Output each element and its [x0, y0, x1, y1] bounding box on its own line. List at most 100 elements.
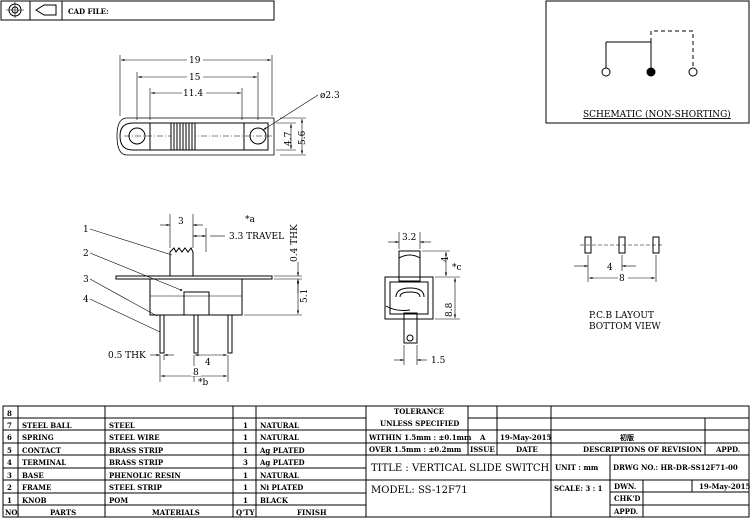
dim-11-4: 11.4 [183, 89, 203, 99]
projection-symbol-icon [6, 2, 57, 18]
cad-file-label: CAD FILE: [68, 7, 109, 16]
appd-header: APPD. [715, 445, 740, 454]
bom-part: BASE [22, 471, 44, 480]
note-b: *b [198, 378, 209, 388]
dim-19: 19 [189, 56, 201, 66]
end-view: 3.2 4 *c 8.8 1.5 [384, 232, 462, 366]
travel-dim: 3.3 TRAVEL [229, 232, 284, 242]
dim-3-2: 3.2 [402, 233, 416, 243]
terminal-common-icon [646, 67, 656, 77]
descriptions-header: DESCRIPTIONS OF REVISION [583, 445, 703, 454]
note-a: *a [245, 215, 256, 225]
pcb-dim-8: 8 [619, 274, 625, 284]
bom-finish: NATURAL [260, 471, 299, 480]
bom-no: 4 [7, 458, 12, 467]
bom-table: 8 7 STEEL BALL STEEL 1 NATURAL 6 SPRING … [2, 405, 367, 518]
dim-8-8: 8.8 [445, 302, 455, 317]
bom-part: FRAME [22, 483, 51, 492]
dim-15: 15 [189, 73, 201, 83]
terminal-open-icon [688, 67, 698, 77]
bom-header-qty: Q'TY [236, 508, 255, 517]
bom-finish: NATURAL [260, 433, 299, 442]
knob-top [170, 122, 196, 151]
issue-date: 19-May-2015 [500, 433, 552, 442]
bom-header-no: NO. [5, 508, 20, 517]
bom-material: BRASS STRIP [109, 446, 164, 455]
pcb-label-1: P.C.B LAYOUT [589, 311, 654, 321]
pcb-label-2: BOTTOM VIEW [589, 322, 661, 332]
dim-0-4-thk: 0.4 THK [290, 224, 300, 262]
dim-3: 3 [178, 217, 184, 227]
dim-4-side: 4 [205, 358, 211, 368]
bom-material: STEEL STRIP [109, 483, 163, 492]
bom-row: 1 KNOB POM 1 BLACK [7, 496, 289, 505]
schematic-box: SCHEMATIC (NON-SHORTING) [545, 0, 750, 124]
side-view: 1 2 3 4 3 *a 3.3 TRAVEL 0.4 THK 5.1 0.5 [83, 214, 310, 388]
unit-label: UNIT : mm [555, 463, 599, 472]
bom-qty: 1 [243, 446, 248, 455]
bom-material: STEEL [109, 421, 135, 430]
bom-header-materials: MATERIALS [152, 508, 200, 517]
title-block: TOLERANCE UNLESS SPECIFIED WITHIN 1.5mm … [365, 405, 750, 518]
bom-header-finish: FINISH [297, 508, 327, 517]
bom-finish: NATURAL [260, 421, 299, 430]
bom-row: 4 TERMINAL BRASS STRIP 3 Ag PLATED [7, 458, 305, 467]
bom-qty: 1 [243, 483, 248, 492]
callout-3: 3 [83, 275, 89, 285]
bom-qty: 3 [243, 458, 248, 467]
dim-1-5: 1.5 [431, 356, 446, 366]
note-c: *c [452, 263, 462, 273]
revision-description: 初版 [620, 433, 634, 442]
bom-finish: Ni PLATED [260, 483, 303, 492]
bom-part: CONTACT [22, 446, 62, 455]
bom-part: KNOB [22, 496, 47, 505]
scale-label: SCALE: 3 : 1 [554, 484, 603, 493]
bom-material: BRASS STRIP [109, 458, 164, 467]
drawing-title: TITLE : VERTICAL SLIDE SWITCH [371, 463, 549, 474]
dim-8-side: 8 [193, 368, 199, 378]
bom-part: STEEL BALL [22, 421, 72, 430]
bom-no: 1 [7, 496, 12, 505]
header-block: CAD FILE: [0, 0, 275, 21]
bom-finish: BLACK [260, 496, 289, 505]
pcb-dim-4: 4 [607, 263, 613, 273]
unless-specified: UNLESS SPECIFIED [380, 419, 459, 428]
bom-finish: Ag PLATED [259, 458, 305, 467]
bom-row: 6 SPRING STEEL WIRE 1 NATURAL [7, 433, 299, 442]
appd-label: APPD. [613, 507, 638, 516]
bom-row: 8 [7, 409, 12, 418]
bom-header-row: NO. PARTS MATERIALS Q'TY FINISH [5, 508, 327, 517]
dwn-label: DWN. [614, 482, 636, 491]
date-header: DATE [516, 445, 538, 454]
bom-material: PHENOLIC RESIN [109, 471, 181, 480]
bom-no: 3 [7, 471, 12, 480]
callout-4: 4 [83, 295, 89, 305]
bom-material: STEEL WIRE [109, 433, 160, 442]
bom-row: 7 STEEL BALL STEEL 1 NATURAL [7, 421, 299, 430]
tolerance-within: WITHIN 1.5mm : ±0.1mm [368, 433, 472, 442]
issue-header: ISSUE [470, 445, 495, 454]
bom-no: 5 [7, 446, 12, 455]
chkd-label: CHK'D [614, 494, 640, 503]
bom-qty: 1 [243, 496, 248, 505]
model-label: MODEL: SS-12F71 [371, 485, 468, 496]
bom-row: 2 FRAME STEEL STRIP 1 Ni PLATED [7, 483, 303, 492]
terminal-open-icon [601, 67, 611, 77]
callout-2: 2 [83, 249, 89, 259]
dim-4-7: 4.7 [284, 131, 294, 146]
bom-no: 8 [7, 409, 12, 418]
issue-value: A [479, 433, 486, 442]
bom-qty: 1 [243, 421, 248, 430]
bom-no: 7 [7, 421, 12, 430]
dim-0-5-thk: 0.5 THK [108, 351, 146, 361]
pcb-layout: 4 8 P.C.B LAYOUT BOTTOM VIEW [574, 236, 664, 332]
bom-no: 6 [7, 433, 12, 442]
tolerance-over: OVER 1.5mm : ±0.2mm [369, 445, 462, 454]
bom-row: 3 BASE PHENOLIC RESIN 1 NATURAL [7, 471, 299, 480]
dim-5-1: 5.1 [300, 289, 310, 303]
top-view: 19 15 11.4 ø2.3 4.7 5.6 [116, 53, 340, 156]
bom-no: 2 [7, 483, 12, 492]
bom-qty: 1 [243, 471, 248, 480]
dwn-date: 19-May-2015 [699, 482, 750, 491]
drawing-number: DRWG NO.: HR-DR-SS12F71-00 [613, 463, 738, 472]
